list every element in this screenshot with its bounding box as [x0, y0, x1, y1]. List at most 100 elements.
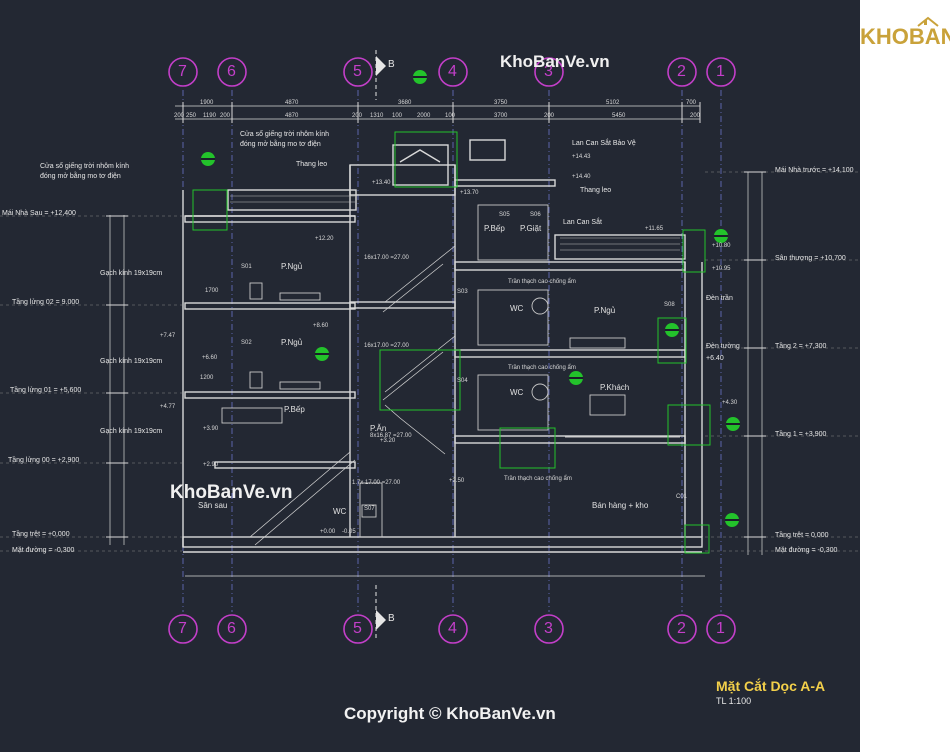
room-backyard: Sân sau	[198, 501, 228, 510]
cad-drawing-canvas[interactable]	[0, 0, 860, 752]
note-glass-brick-1: Gạch kính 19x19cm	[100, 270, 163, 277]
room-wc-upper: WC	[510, 304, 524, 313]
level-floor-2: Tầng 2 = +7,300	[775, 343, 827, 350]
elev-12: +6.60	[202, 355, 218, 361]
elev-15: +2.90	[203, 462, 219, 468]
elev-4: +13.70	[460, 190, 479, 196]
note-ladder-right: Thang leo	[580, 187, 612, 194]
level-mezzanine-01: Tầng lửng 01 = +5,600	[10, 387, 82, 394]
note-skylight-rear-line1: Cửa sổ giếng trời nhôm kính	[40, 163, 130, 170]
tag-s01: S01	[241, 264, 252, 270]
level-street: Mặt đường = -0,300	[12, 547, 75, 554]
copyright-text: Copyright © KhoBanVe.vn	[344, 704, 556, 723]
elev-16: +0.00	[320, 529, 336, 535]
level-floor-1: Tầng 1 = +3,900	[775, 431, 827, 438]
grid-axis-6-bottom: 6	[227, 620, 236, 637]
grid-axis-3-top: 3	[544, 63, 553, 80]
room-laundry: P.Giặt	[520, 224, 542, 233]
dim-row2-14: 200	[690, 113, 701, 119]
dim-top-1: 1900	[200, 100, 214, 106]
level-terrace: Sân thượng = +10,700	[775, 255, 846, 262]
dim-row2-12: 200	[544, 113, 555, 119]
dim-row2-11: 3700	[494, 113, 508, 119]
khobanve-logo: KHOBANVE	[860, 16, 950, 49]
dim-top-2: 4870	[285, 100, 299, 106]
tag-s05: S05	[499, 212, 510, 218]
room-shop: Bán hàng + kho	[592, 501, 649, 510]
elev-13: +4.77	[160, 404, 176, 410]
section-drawing	[0, 50, 860, 644]
room-bedroom-right: P.Ngủ	[594, 306, 616, 315]
note-wall-light: Đèn tường	[706, 343, 740, 350]
tag-s04: S04	[457, 378, 468, 384]
room-kitchen: P.Bếp	[484, 224, 505, 233]
room-bedroom-mid: P.Ngủ	[281, 338, 303, 347]
room-dining: P.Ăn	[370, 424, 387, 433]
tag-s03: S03	[457, 289, 468, 295]
note-skylight-front-line2: đóng mở bằng mo tơ điện	[240, 141, 321, 148]
elev-17: -0.05	[342, 529, 356, 535]
grid-axis-5-bottom: 5	[353, 620, 362, 637]
stair-note-3: 8x16.87 =27.00	[370, 433, 412, 439]
elev-10: +6.40	[706, 355, 724, 362]
note-skylight-rear-line2: đóng mở bằng mo tơ điện	[40, 173, 121, 180]
note-ladder-left: Thang leo	[296, 161, 328, 168]
level-mezzanine-02: Tầng lửng 02 = 9.000	[12, 299, 80, 306]
elev-11: +7.47	[160, 333, 176, 339]
elev-1: +13.40	[372, 180, 391, 186]
watermark-left: KhoBanVe.vn	[170, 482, 293, 503]
grid-axis-3-bottom: 3	[544, 620, 553, 637]
room-bedroom-upper: P.Ngủ	[281, 262, 303, 271]
grid-axis-6-top: 6	[227, 63, 236, 80]
level-mezzanine-00: Tầng lửng 00 = +2,900	[8, 457, 80, 464]
drawing-scale: TL 1:100	[716, 696, 752, 706]
level-ground: Tầng trệt = +0,000	[12, 531, 70, 538]
dim-row2-13: 5450	[612, 113, 626, 119]
grid-axis-1-top: 1	[716, 63, 725, 80]
right-margin	[860, 0, 950, 752]
note-ceiling-gypsum-2: Trần thạch cao chống ẩm	[508, 365, 576, 371]
grid-axis-7-bottom: 7	[178, 620, 187, 637]
grid-axis-1-bottom: 1	[716, 620, 725, 637]
stair-note-2: 16x17.00 =27.00	[364, 343, 409, 349]
section-mark-top: B	[388, 59, 395, 70]
elev-19: +4.30	[722, 400, 738, 406]
section-mark-bottom: B	[388, 613, 395, 624]
level-front-roof: Mái Nhà trước = +14,100	[775, 167, 854, 174]
room-wc-ground: WC	[333, 507, 347, 516]
dim-top-3: 3680	[398, 100, 412, 106]
dim-row2-2: 250	[186, 113, 197, 119]
note-ceiling-light: Đèn trần	[706, 295, 733, 302]
grid-axis-4-top: 4	[448, 63, 457, 80]
note-glass-brick-3: Gạch kính 19x19cm	[100, 428, 163, 435]
note-glass-brick-2: Gạch kính 19x19cm	[100, 358, 163, 365]
dim-row2-4: 200	[220, 113, 231, 119]
elev-18: +3.20	[380, 438, 396, 444]
dim-row2-5: 4870	[285, 113, 299, 119]
grid-axis-4-bottom: 4	[448, 620, 457, 637]
dim-row2-8: 100	[392, 113, 403, 119]
note-skylight-front-line1: Cửa sổ giếng trời nhôm kính	[240, 131, 330, 138]
elev-9: +8.60	[313, 323, 329, 329]
stair-note-1: 16x17.00 =27.00	[364, 255, 409, 261]
elev-2: +14.43	[572, 154, 591, 160]
logo-text: KHOBANVE	[860, 24, 950, 49]
room-wc-mid: WC	[510, 388, 524, 397]
elev-3: +14.40	[572, 174, 591, 180]
tag-s02: S02	[241, 340, 252, 346]
elev-7: +10.80	[712, 243, 731, 249]
grid-axis-2-top: 2	[677, 63, 686, 80]
elev-6: +11.65	[645, 226, 664, 232]
dim-row2-9: 2000	[417, 113, 431, 119]
elev-20: +2.50	[449, 478, 465, 484]
room-living: P.Khách	[600, 383, 630, 392]
tag-s07: S07	[364, 506, 375, 512]
level-rear-roof: Mái Nhà Sau = +12,400	[2, 210, 76, 217]
elev-14: +3.90	[203, 426, 219, 432]
note-ceiling-gypsum-1: Trần thạch cao chống ẩm	[508, 279, 576, 285]
note-railing-iron: Lan Can Sắt	[563, 219, 602, 226]
tag-c01: C01	[676, 494, 688, 500]
grid-axis-7-top: 7	[178, 63, 187, 80]
elev-22: 1200	[200, 375, 214, 381]
dim-top-4: 3750	[494, 100, 508, 106]
